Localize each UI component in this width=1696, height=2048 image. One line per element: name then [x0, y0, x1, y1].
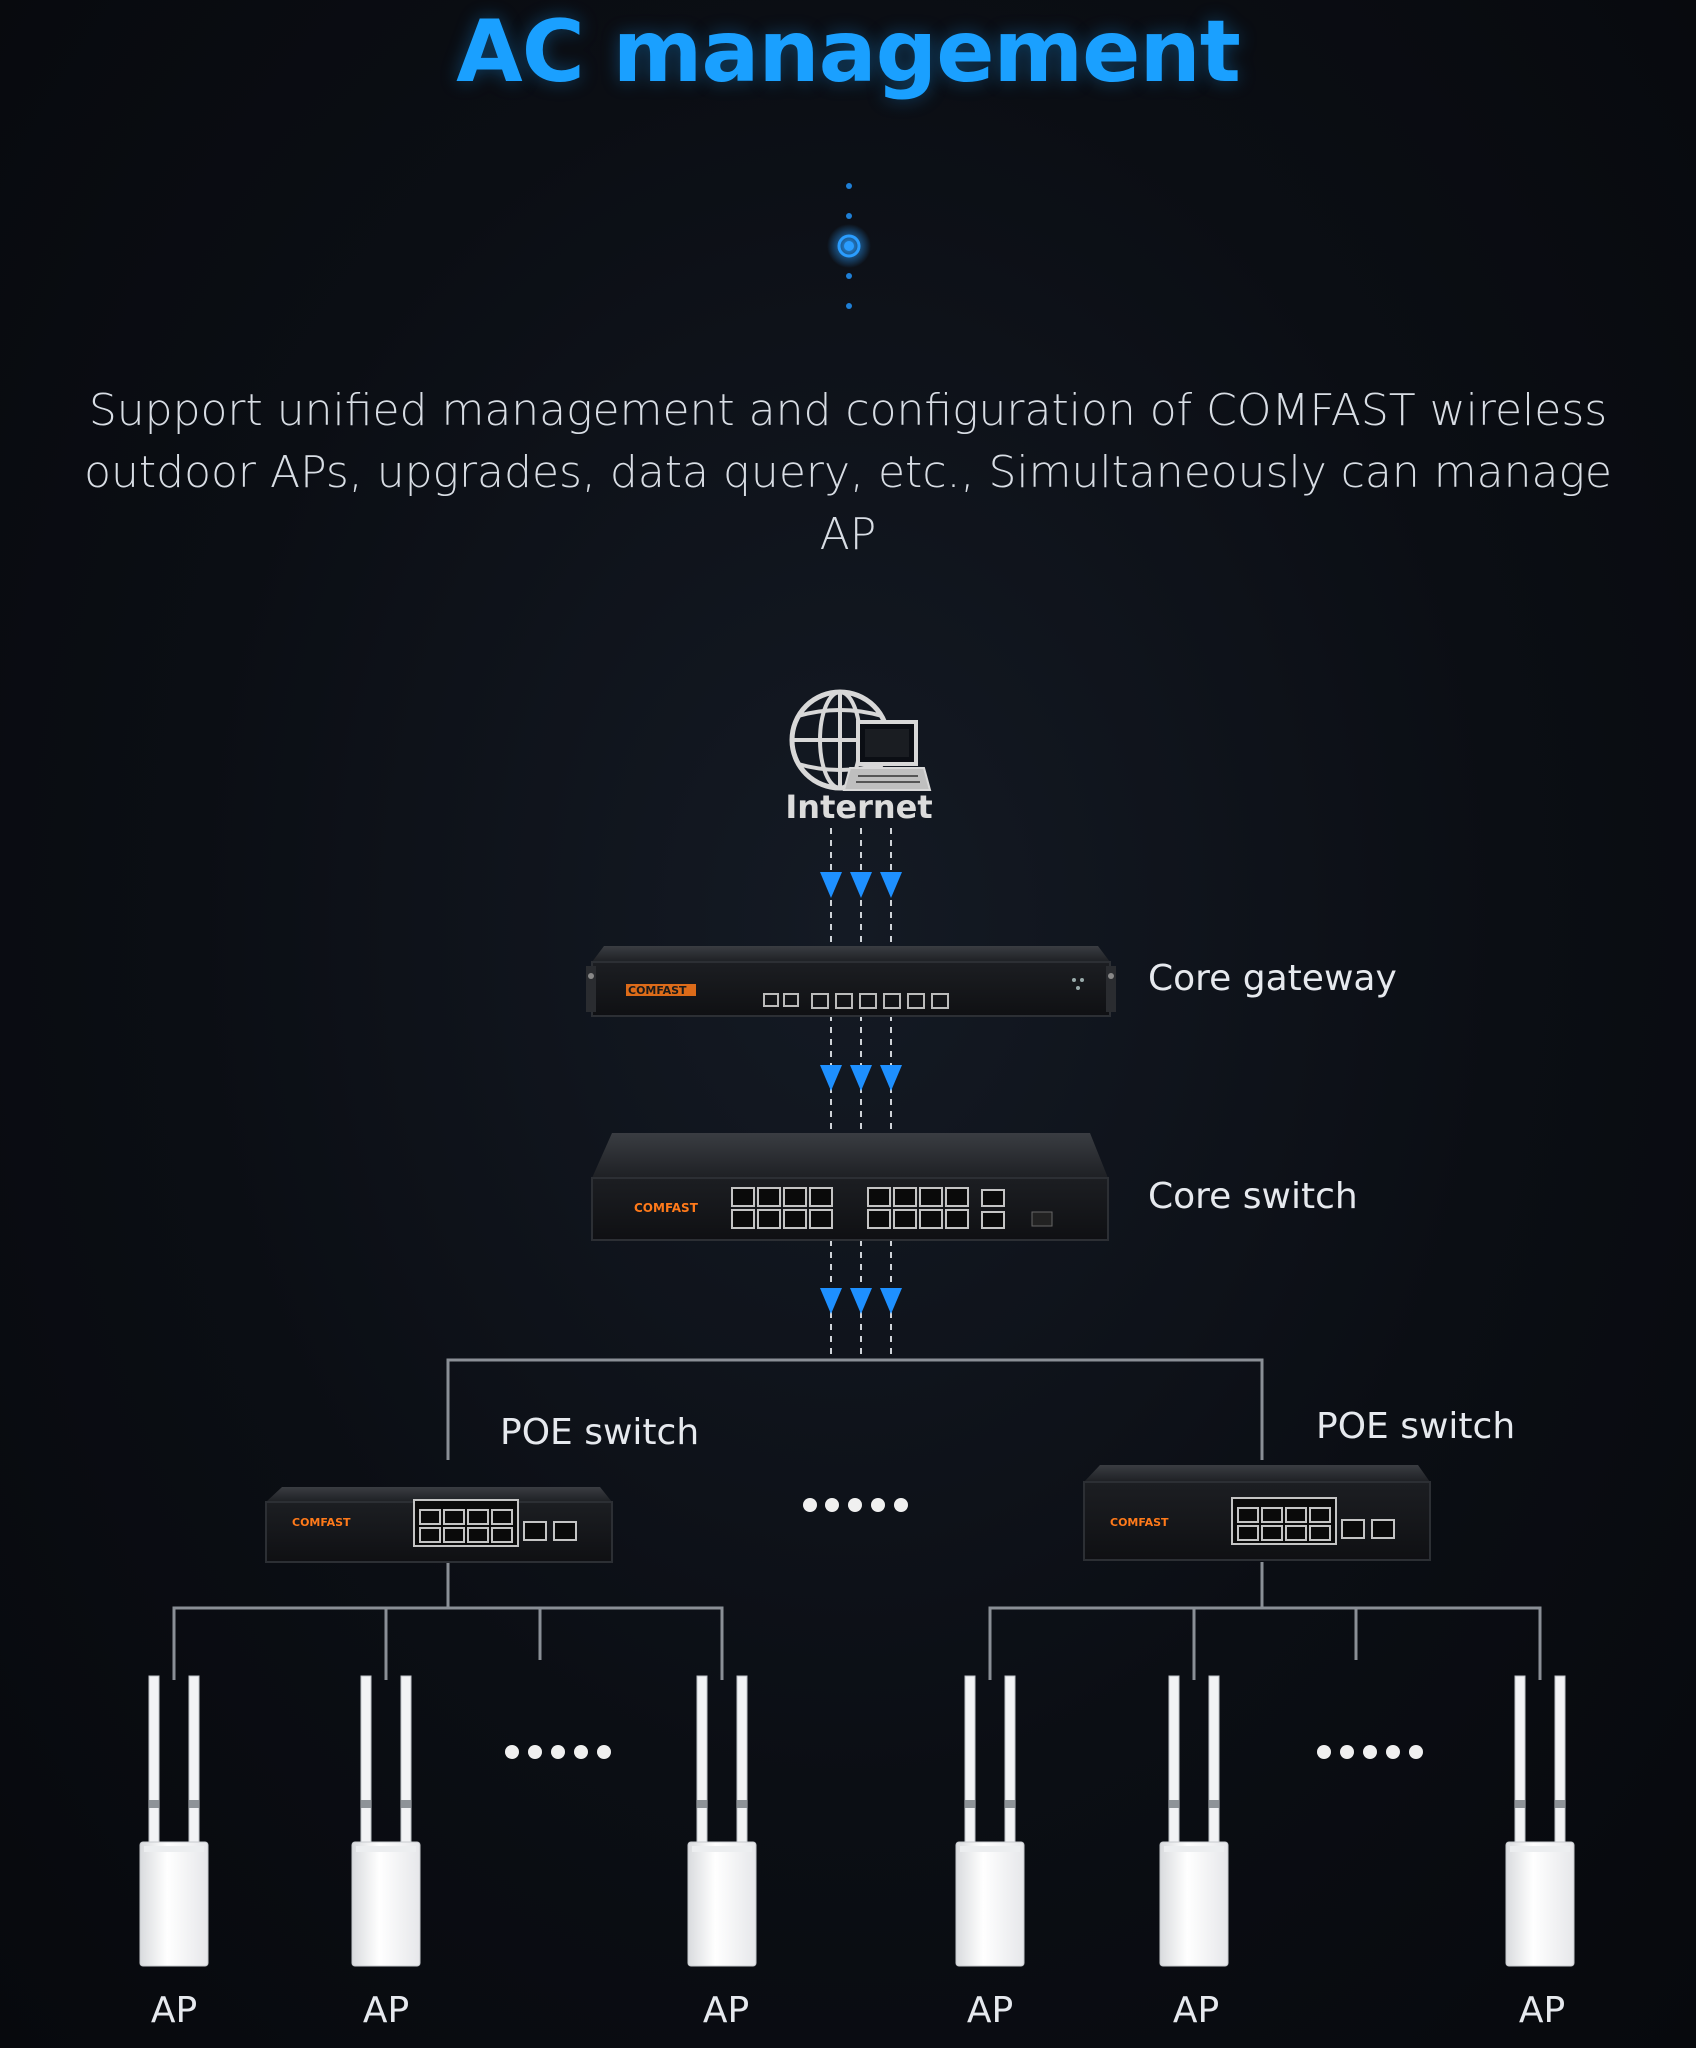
poe-right-brand-label: COMFAST [1110, 1516, 1169, 1529]
core-switch-label: Core switch [1148, 1176, 1358, 1217]
ap-label: AP [362, 1990, 410, 2031]
poe-left-brand-label: COMFAST [292, 1516, 351, 1529]
core-gateway-device: COMFAST [586, 946, 1116, 1017]
tree-connection-lines [172, 1358, 1542, 1680]
poe-switch-right-device: COMFAST [1083, 1465, 1431, 1561]
core-switch-brand-label: COMFAST [634, 1201, 699, 1215]
ap-label: AP [1518, 1990, 1566, 2031]
poe-switch-right-label: POE switch [1316, 1406, 1516, 1447]
outdoor-ap-device [351, 1675, 421, 1967]
poe-switch-left-label: POE switch [500, 1412, 700, 1453]
ap-label: AP [150, 1990, 198, 2031]
ellipsis-dots-left-aps [505, 1745, 611, 1759]
core-switch-device: COMFAST [591, 1133, 1109, 1241]
ap-label: AP [1172, 1990, 1220, 2031]
ellipsis-dots-right-aps [1317, 1745, 1423, 1759]
access-points [139, 1675, 1575, 1967]
poe-switch-left-device: COMFAST [265, 1487, 613, 1563]
outdoor-ap-device [139, 1675, 209, 1967]
internet-label: Internet [785, 788, 932, 826]
outdoor-ap-device [687, 1675, 757, 1967]
gateway-brand-label: COMFAST [628, 984, 687, 997]
ap-label: AP [702, 1990, 750, 2031]
page-title: AC management [456, 2, 1241, 102]
outdoor-ap-device [955, 1675, 1025, 1967]
uplink-dashed-lines [830, 828, 892, 1358]
outdoor-ap-device [1505, 1675, 1575, 1967]
outdoor-ap-device [1159, 1675, 1229, 1967]
ellipsis-dots-middle [803, 1498, 908, 1512]
core-gateway-label: Core gateway [1148, 958, 1397, 999]
down-arrow-icons [820, 872, 902, 1314]
laptop-icon [842, 720, 932, 791]
dot-ornament [827, 183, 871, 309]
ap-label: AP [966, 1990, 1014, 2031]
page-description: Support unified management and configura… [84, 385, 1612, 560]
